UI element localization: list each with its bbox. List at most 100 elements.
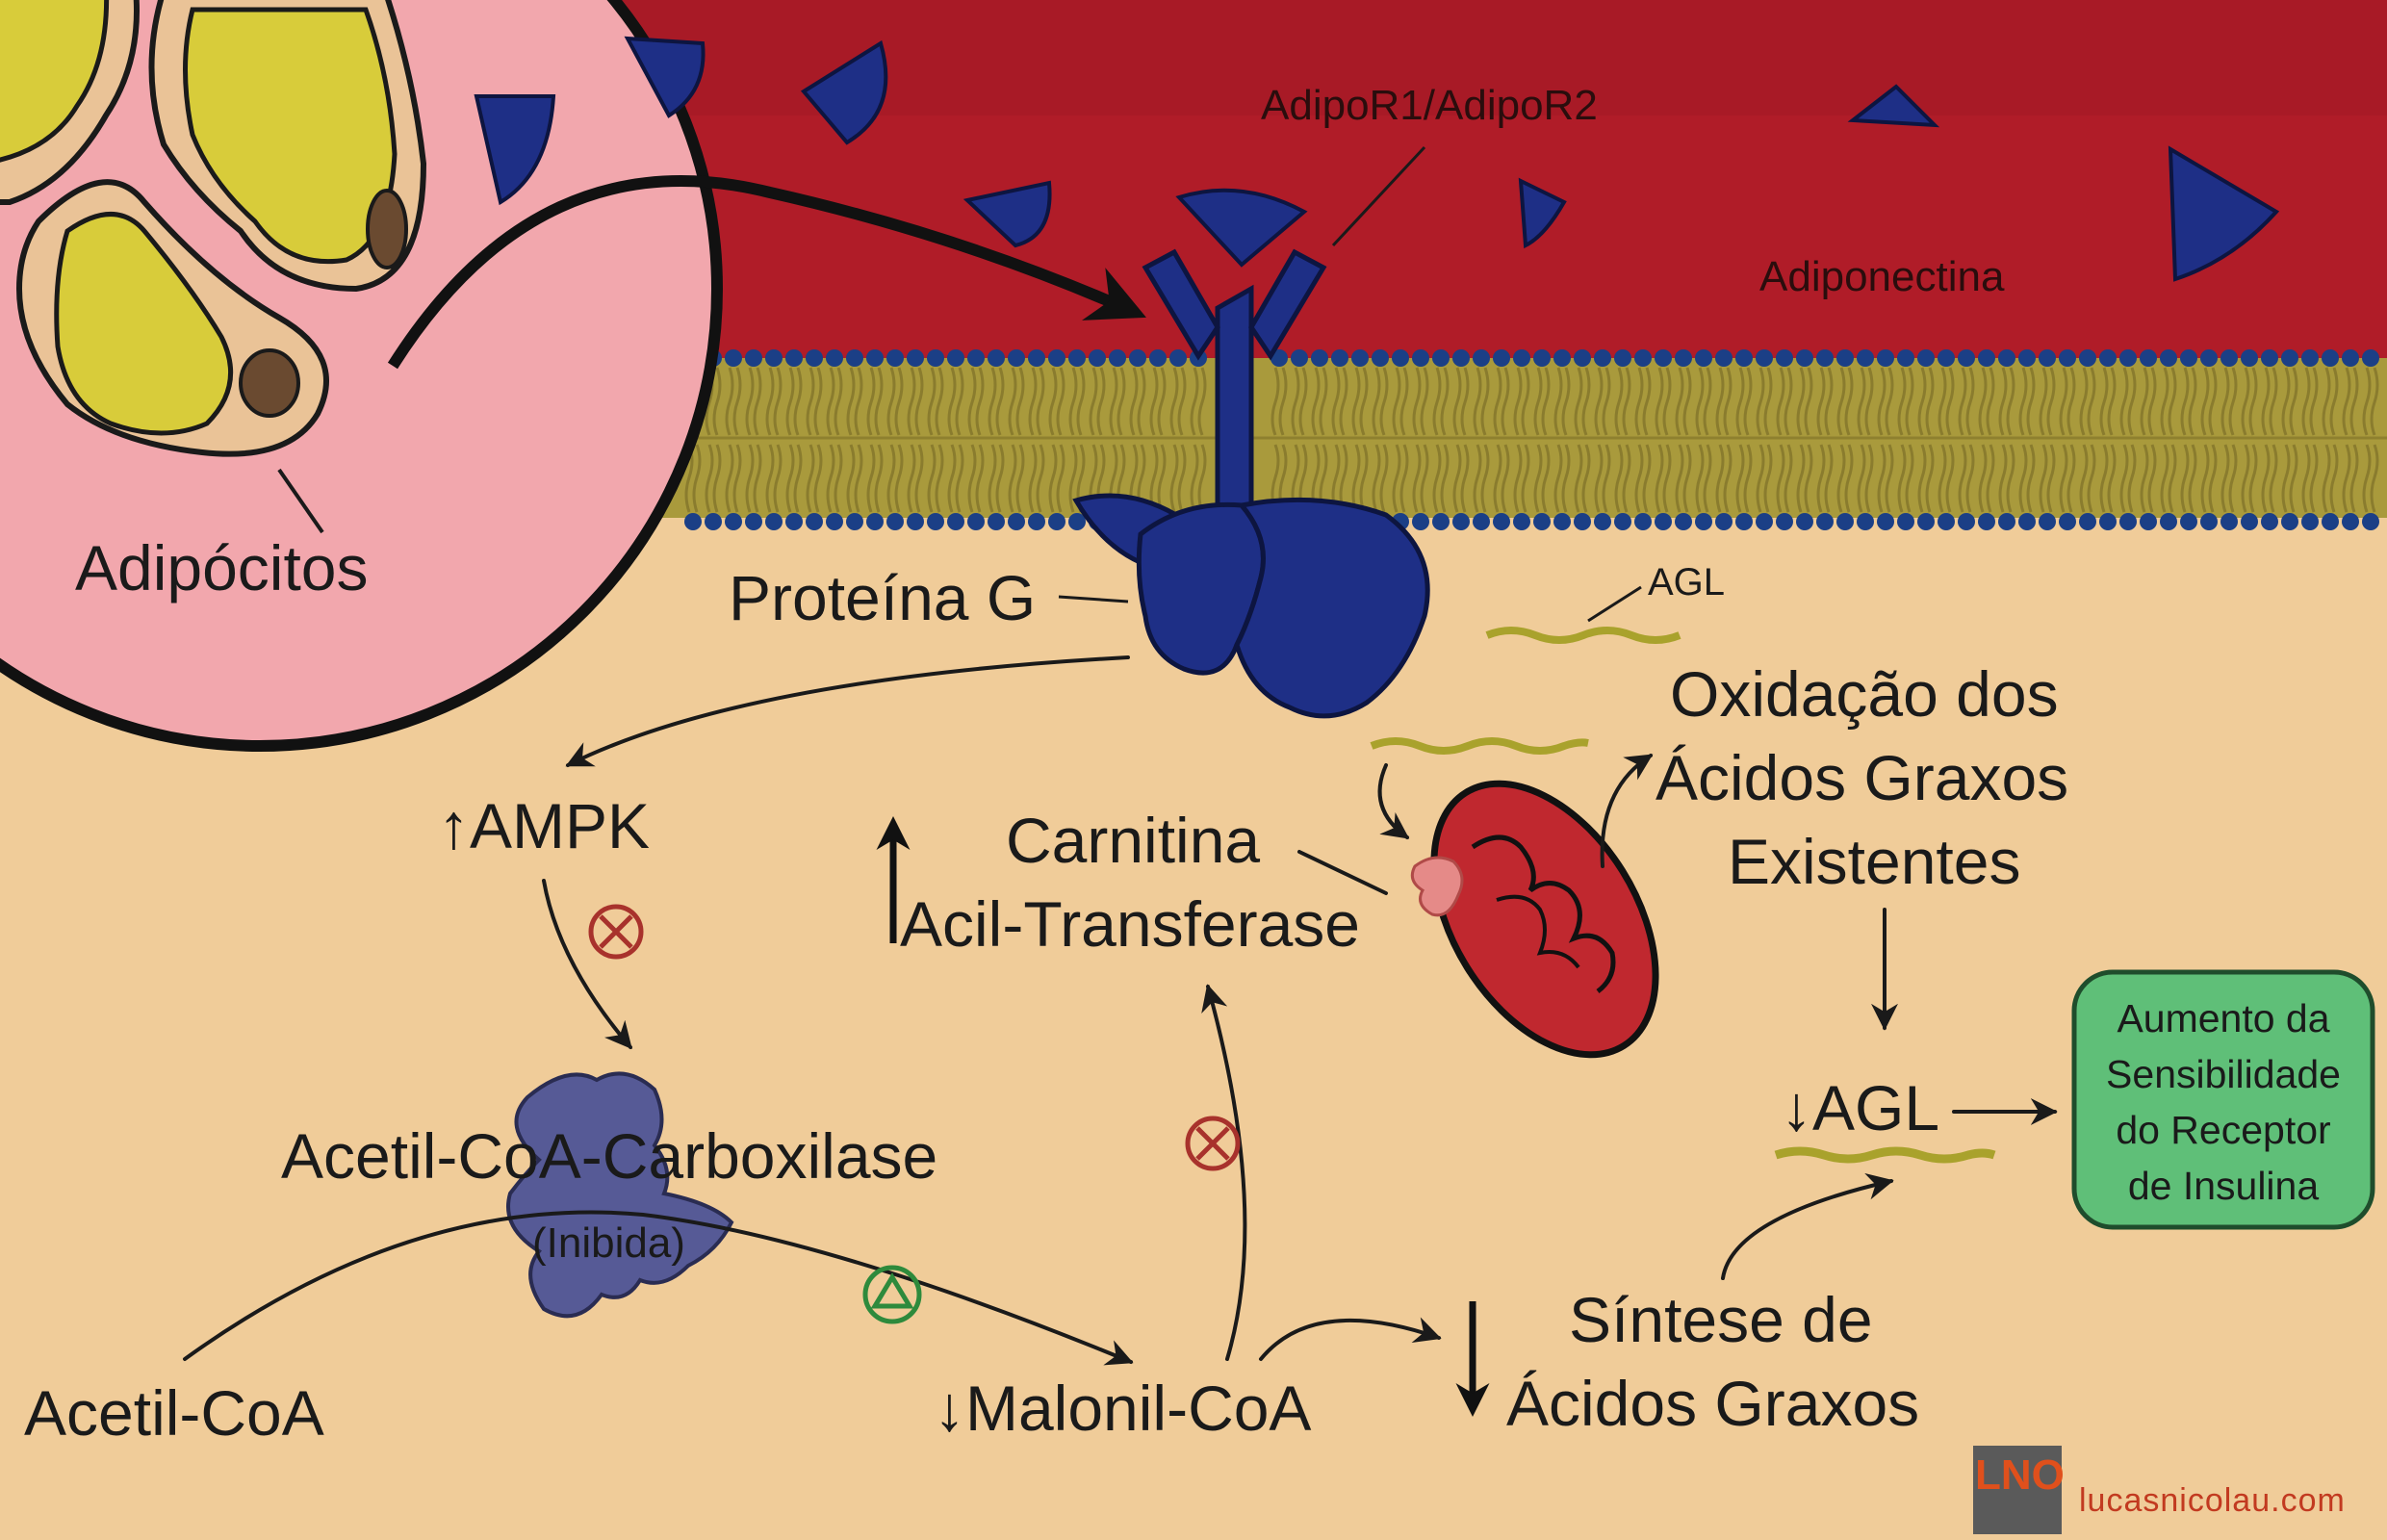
membrane-head	[886, 349, 904, 367]
lipid-tail	[1836, 444, 1846, 513]
lipid-tail	[2107, 444, 2117, 513]
lipid-tail	[1157, 444, 1167, 513]
membrane-head	[2018, 513, 2036, 530]
lipid-tail	[1836, 367, 1846, 436]
lipid-tail	[907, 367, 916, 436]
lipid-tail	[1743, 367, 1753, 436]
lipid-tail	[1460, 367, 1470, 436]
lipid-tail	[955, 367, 964, 436]
lipid-tail	[1480, 444, 1490, 513]
lipid-tail	[806, 367, 815, 436]
lipid-tail	[2261, 444, 2271, 513]
lipid-tail	[1945, 444, 1955, 513]
lipid-tail	[1008, 367, 1017, 436]
lipid-tail	[2046, 444, 2056, 513]
membrane-head	[1129, 349, 1146, 367]
lipid-tail	[1978, 444, 1988, 513]
membrane-head	[2281, 513, 2298, 530]
lipid-tail	[894, 367, 904, 436]
lipid-tail	[1634, 367, 1644, 436]
lipid-tail	[1581, 444, 1591, 513]
lipid-tail	[2281, 444, 2291, 513]
membrane-head	[2160, 513, 2177, 530]
lipid-tail	[1986, 367, 1995, 436]
membrane-head	[1513, 513, 1530, 530]
lipid-tail	[1642, 444, 1652, 513]
box-line-2: Sensibilidade	[2106, 1052, 2341, 1096]
lipid-tail	[2180, 367, 2190, 436]
lipid-tail	[834, 367, 843, 436]
lipid-tail	[1036, 444, 1045, 513]
lipid-tail	[1432, 444, 1442, 513]
lipid-tail	[785, 444, 795, 513]
lipid-tail	[1905, 444, 1914, 513]
membrane-head	[1776, 349, 1793, 367]
lipid-tail	[967, 444, 977, 513]
membrane-head	[1048, 513, 1065, 530]
membrane-head	[1998, 513, 2015, 530]
lipid-tail	[1602, 367, 1611, 436]
lipid-tail	[1076, 367, 1086, 436]
inhibited-label: (Inibida)	[532, 1219, 685, 1267]
lipid-tail	[1682, 444, 1692, 513]
lipid-tail	[1177, 444, 1187, 513]
membrane-head	[1655, 513, 1672, 530]
membrane-head	[1432, 513, 1450, 530]
membrane-head	[1938, 349, 1955, 367]
lipid-tail	[1784, 367, 1793, 436]
membrane-head	[1938, 513, 1955, 530]
membrane-head	[1493, 513, 1510, 530]
membrane-head	[785, 349, 803, 367]
lipid-tail	[1291, 367, 1300, 436]
lipid-tail	[2329, 367, 2339, 436]
lipid-tail	[2342, 444, 2351, 513]
lipid-tail	[1925, 444, 1935, 513]
membrane-head	[1917, 349, 1935, 367]
lipid-tail	[1662, 367, 1672, 436]
membrane-head	[1109, 349, 1126, 367]
lipid-tail	[866, 367, 876, 436]
membrane-head	[1533, 513, 1551, 530]
lipid-tail	[1412, 444, 1422, 513]
lipid-tail	[2269, 444, 2278, 513]
lipid-tail	[1359, 444, 1369, 513]
lipid-tail	[1594, 367, 1604, 436]
lipid-tail	[773, 444, 783, 513]
box-line-4: de Insulina	[2127, 1164, 2320, 1208]
lipid-tail	[2241, 444, 2250, 513]
lipid-tail	[894, 444, 904, 513]
adipocyte-cell-1	[0, 0, 140, 205]
ampk-label: ↑AMPK	[438, 790, 651, 861]
membrane-head	[2362, 513, 2379, 530]
lipid-tail	[1796, 367, 1806, 436]
membrane-head	[1553, 349, 1571, 367]
membrane-head	[745, 349, 762, 367]
lipid-tail	[2066, 444, 2076, 513]
membrane-head	[806, 513, 823, 530]
lipid-tail	[2066, 367, 2076, 436]
lipid-tail	[1169, 367, 1179, 436]
box-line-3: do Receptor	[2116, 1108, 2331, 1152]
membrane-head	[2160, 349, 2177, 367]
membrane-head	[1695, 349, 1712, 367]
lipid-tail	[1735, 444, 1745, 513]
lipid-tail	[2289, 444, 2298, 513]
membrane-head	[2322, 349, 2339, 367]
lipid-tail	[2248, 367, 2258, 436]
lipid-tail	[2079, 367, 2089, 436]
lipid-tail	[1028, 444, 1038, 513]
membrane-head	[866, 513, 884, 530]
lipid-tail	[1756, 367, 1765, 436]
lipid-tail	[1695, 367, 1705, 436]
lipid-tail	[1068, 444, 1078, 513]
lipid-tail	[1197, 444, 1207, 513]
membrane-head	[745, 513, 762, 530]
lipid-tail	[2026, 444, 2036, 513]
lipid-tail	[1844, 367, 1854, 436]
membrane-head	[1291, 349, 1308, 367]
membrane-head	[1756, 349, 1773, 367]
lipid-tail	[2301, 367, 2311, 436]
membrane-head	[806, 349, 823, 367]
oxidation-label-1: Oxidação dos	[1670, 658, 2059, 730]
lipid-tail	[1897, 367, 1907, 436]
